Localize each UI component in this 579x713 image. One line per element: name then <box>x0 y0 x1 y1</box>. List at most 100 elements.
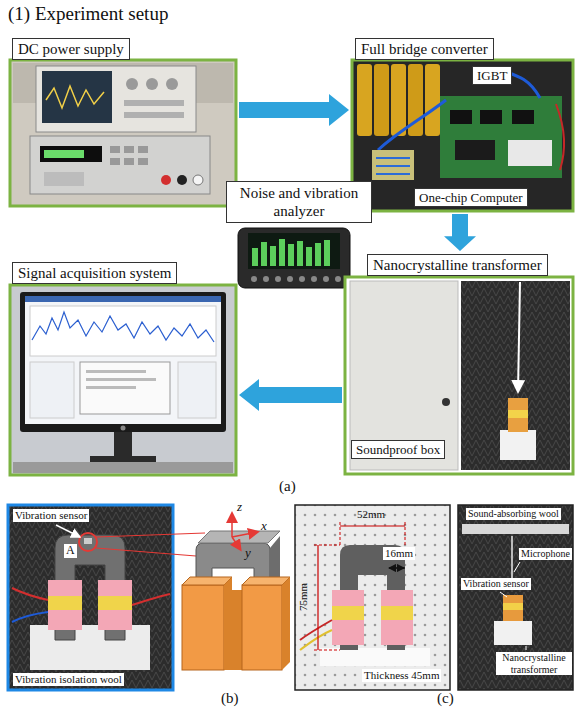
text-label: Vibration sensor <box>13 509 89 522</box>
core-photo <box>84 538 92 544</box>
monitor-photo <box>121 426 126 431</box>
core-3d-model <box>232 532 257 537</box>
monitor-photo <box>114 432 132 458</box>
dimension-photo <box>389 567 404 568</box>
photo-panel: DC power supply <box>10 38 236 206</box>
transformer-box-photo <box>500 430 536 460</box>
dimension-photo <box>381 590 413 645</box>
converter-photo <box>376 158 410 174</box>
dc-supply-photo <box>110 146 120 153</box>
text-label: 75mm <box>297 583 310 611</box>
chamber-photo <box>462 524 569 534</box>
transformer-box-photo <box>518 282 520 392</box>
transformer-box-photo <box>350 281 458 470</box>
core-3d-model <box>231 514 233 537</box>
core-photo <box>132 594 170 605</box>
analyzer-device <box>252 248 258 266</box>
dc-supply-photo <box>146 78 158 90</box>
converter-photo <box>512 110 534 124</box>
text-label: z <box>237 500 242 515</box>
monitor-photo <box>32 312 214 342</box>
analyzer-device <box>275 276 281 282</box>
dc-supply-photo <box>161 175 171 185</box>
core-photo <box>96 533 205 537</box>
dc-supply-photo <box>124 100 184 106</box>
core-3d-model <box>198 531 280 543</box>
analyzer-device <box>299 276 305 282</box>
text-label: (c) <box>437 690 454 707</box>
dc-supply-photo <box>138 158 148 165</box>
dc-supply-photo <box>124 158 134 165</box>
chamber-photo <box>500 592 507 597</box>
monitor-photo <box>25 296 221 424</box>
core-3d-model <box>282 577 290 670</box>
text-label: Sound-absorbing wool <box>466 508 561 520</box>
flow-arrow <box>239 379 342 411</box>
photo-panel: Nanocrystalline transformerSoundproof bo… <box>345 254 573 474</box>
analyzer-device <box>261 242 267 266</box>
analyzer-device <box>311 276 317 282</box>
analyzer-device <box>287 276 293 282</box>
callout-tag: One-chip Computer <box>414 188 528 207</box>
monitor-photo <box>30 306 216 356</box>
text-label: 52mm <box>357 508 385 521</box>
monitor-photo <box>20 292 226 432</box>
text-label: 16mm <box>383 547 415 560</box>
monitor-photo <box>25 296 221 302</box>
chamber-photo <box>503 603 523 610</box>
converter-photo <box>374 64 389 136</box>
callout-tag: IGBT <box>472 66 512 85</box>
core-photo <box>98 596 132 610</box>
converter-photo <box>357 64 372 136</box>
transformer-box-photo <box>442 398 450 406</box>
dimension-photo <box>300 620 332 640</box>
flow-arrow <box>444 214 476 251</box>
dc-supply-photo <box>10 60 236 206</box>
dc-supply-photo <box>36 66 196 132</box>
monitor-photo <box>10 285 236 475</box>
core-photo <box>12 612 48 622</box>
converter-photo <box>378 100 446 150</box>
dc-supply-photo <box>124 112 184 118</box>
dimension-photo <box>389 567 405 568</box>
core-photo <box>8 505 205 690</box>
dc-supply-photo <box>44 150 84 158</box>
core-photo <box>96 548 196 556</box>
text-label: Vibration sensor <box>461 578 531 590</box>
analyzer-device <box>324 240 330 266</box>
analyzer-device <box>279 239 285 266</box>
device-label-box: Noise and vibration analyzer <box>226 181 372 223</box>
node-text: Soundproof box <box>356 442 440 457</box>
callout-tag: Soundproof box <box>351 440 445 459</box>
monitor-photo <box>13 462 233 473</box>
text-label: Thickness 45mm <box>362 669 441 682</box>
dc-supply-photo <box>42 71 112 123</box>
text-label: x <box>261 519 267 534</box>
core-photo <box>56 525 80 537</box>
converter-photo <box>556 104 564 170</box>
dc-supply-photo <box>30 136 210 194</box>
converter-photo <box>352 60 573 211</box>
analyzer-device <box>263 276 269 282</box>
text-label: Nanocrystalline transformer <box>496 652 572 675</box>
analyzer-device <box>297 241 303 266</box>
dimension-photo <box>314 650 340 651</box>
dc-supply-photo <box>44 172 84 186</box>
core-3d-model <box>182 585 224 670</box>
text-label: (a) <box>279 478 296 495</box>
analyzer-device <box>315 243 321 266</box>
panel-heading: DC power supply <box>12 38 130 60</box>
monitor-photo <box>90 456 156 462</box>
dc-supply-photo <box>10 60 236 206</box>
core-photo <box>98 580 132 630</box>
dc-supply-photo <box>138 146 148 153</box>
core-photo <box>79 533 97 551</box>
flow-arrow <box>239 94 349 126</box>
transformer-box-photo <box>508 398 528 432</box>
dimension-photo <box>340 525 405 526</box>
monitor-photo <box>30 362 74 418</box>
text-label: Vibration isolation wool <box>13 673 124 686</box>
dc-supply-photo <box>110 158 120 165</box>
dimension-photo <box>314 545 340 546</box>
chamber-photo <box>503 595 523 621</box>
